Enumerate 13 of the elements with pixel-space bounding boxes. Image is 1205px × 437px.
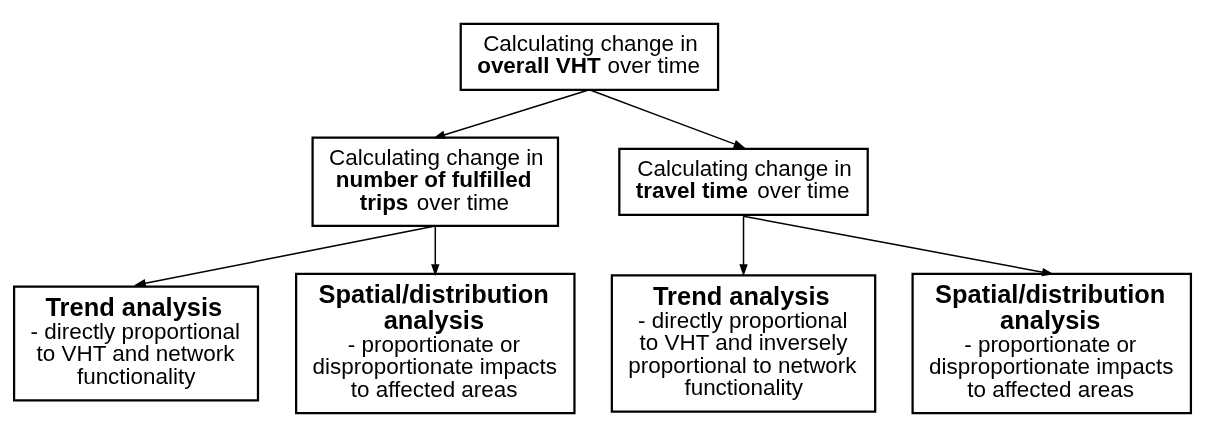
arrow: [133, 225, 437, 288]
arrow: [433, 89, 591, 139]
arrow: [431, 225, 440, 277]
arrow: [739, 215, 748, 277]
arrow: [742, 215, 1054, 277]
node-box: Calculating change in travel time over time: [618, 147, 869, 216]
node-box: Trend analysis - directly proportional to VHT and network functionality: [12, 285, 260, 402]
node-box: Calculating change in overall VHT over time: [459, 22, 720, 91]
node-box: Calculating change in number of fulfilled trips over time: [311, 136, 560, 228]
node-box: Trend analysis - directly proportional to VHT and inversely proportional to network functionality: [610, 274, 877, 413]
node-box: Spatial/distribution analysis - proportionate or disproportionate impacts to affected areas: [295, 272, 576, 415]
node-box: Spatial/distribution analysis - proportionate or disproportionate impacts to affected areas: [911, 272, 1193, 415]
arrow: [588, 89, 746, 149]
